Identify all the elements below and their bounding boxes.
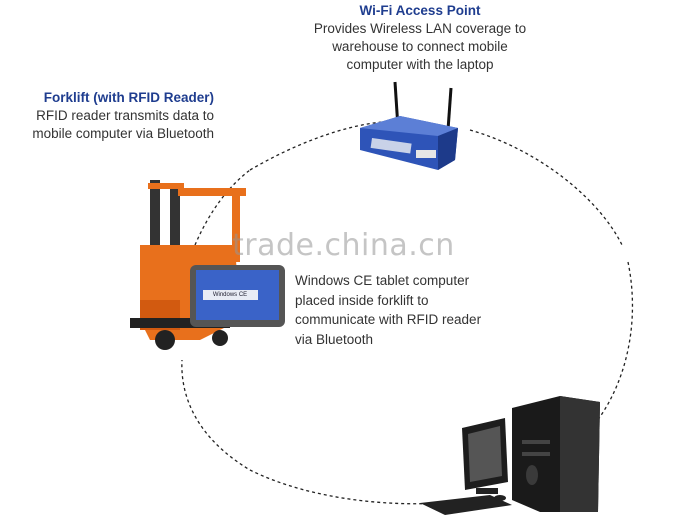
tablet-icon xyxy=(190,265,285,327)
wifi-caption: Wi-Fi Access Point Provides Wireless LAN… xyxy=(300,2,540,74)
forklift-title: Forklift (with RFID Reader) xyxy=(43,90,214,105)
wifi-line-2: warehouse to connect mobile xyxy=(332,39,508,54)
wifi-line-3: computer with the laptop xyxy=(346,57,494,72)
wifi-title: Wi-Fi Access Point xyxy=(359,3,481,18)
forklift-caption: Forklift (with RFID Reader) RFID reader … xyxy=(0,89,214,143)
watermark: trade.china.cn xyxy=(232,228,455,263)
tablet-line-3: communicate with RFID reader xyxy=(295,312,482,327)
tablet-screen-label: Windows CE xyxy=(212,292,248,298)
tablet-caption: Windows CE tablet computer placed inside… xyxy=(295,271,525,349)
forklift-line-1: RFID reader transmits data to xyxy=(36,108,214,123)
wifi-line-1: Provides Wireless LAN coverage to xyxy=(313,21,527,36)
tablet-line-4: via Bluetooth xyxy=(295,331,374,347)
tablet-line-1: Windows CE tablet computer xyxy=(295,273,470,288)
forklift-line-2: mobile computer via Bluetooth xyxy=(32,126,214,141)
router-icon xyxy=(360,81,458,170)
desktop-computer-icon xyxy=(420,396,600,515)
tablet-line-2: placed inside forklift to xyxy=(295,292,429,308)
